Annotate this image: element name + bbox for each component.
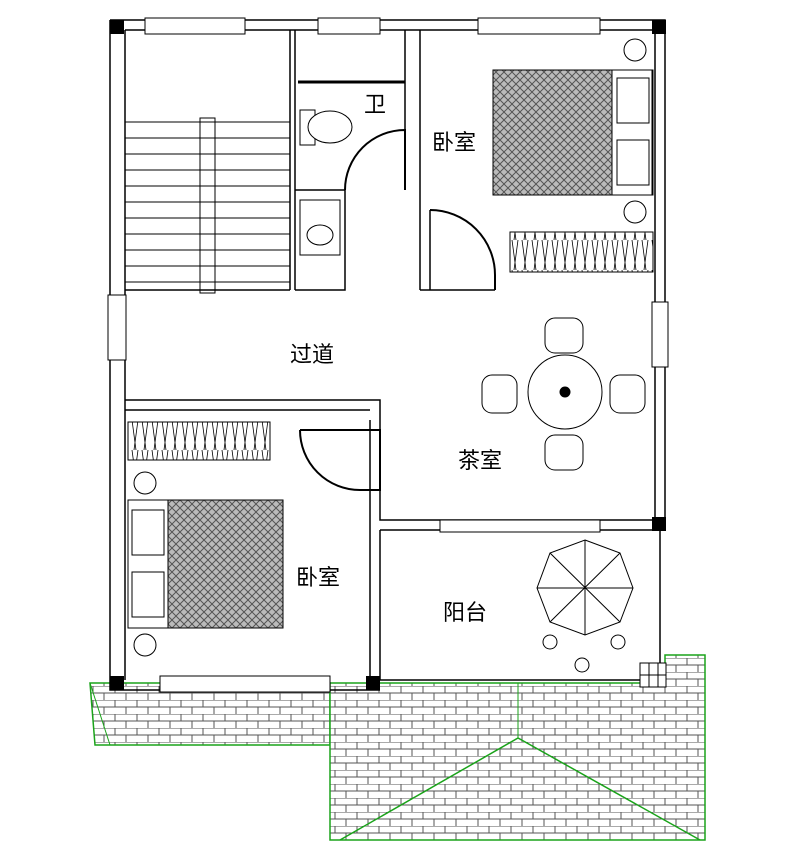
room-label-corridor: 过道	[290, 343, 334, 368]
room-label-bedroom-bottom: 卧室	[296, 566, 340, 591]
bedroom-bottom-door[interactable]	[299, 429, 381, 491]
bedroom-top-door[interactable]	[429, 209, 496, 290]
room-label-balcony: 阳台	[443, 601, 487, 626]
staircase	[125, 117, 290, 294]
tea-table	[481, 317, 646, 471]
bed-bottom	[127, 471, 284, 657]
wardrobe-top	[509, 231, 654, 273]
bathroom-door[interactable]	[344, 128, 406, 191]
room-label-bathroom: 卫	[364, 93, 386, 118]
walls	[107, 17, 669, 693]
bed-top	[492, 38, 654, 224]
wardrobe-bottom	[127, 421, 271, 461]
roof-tiles	[89, 654, 706, 841]
umbrella-table-icon	[536, 539, 667, 688]
room-label-bedroom-top: 卧室	[432, 131, 476, 156]
toilet-icon	[299, 109, 353, 146]
sink-icon	[299, 199, 341, 256]
room-label-tea-room: 茶室	[458, 449, 502, 474]
